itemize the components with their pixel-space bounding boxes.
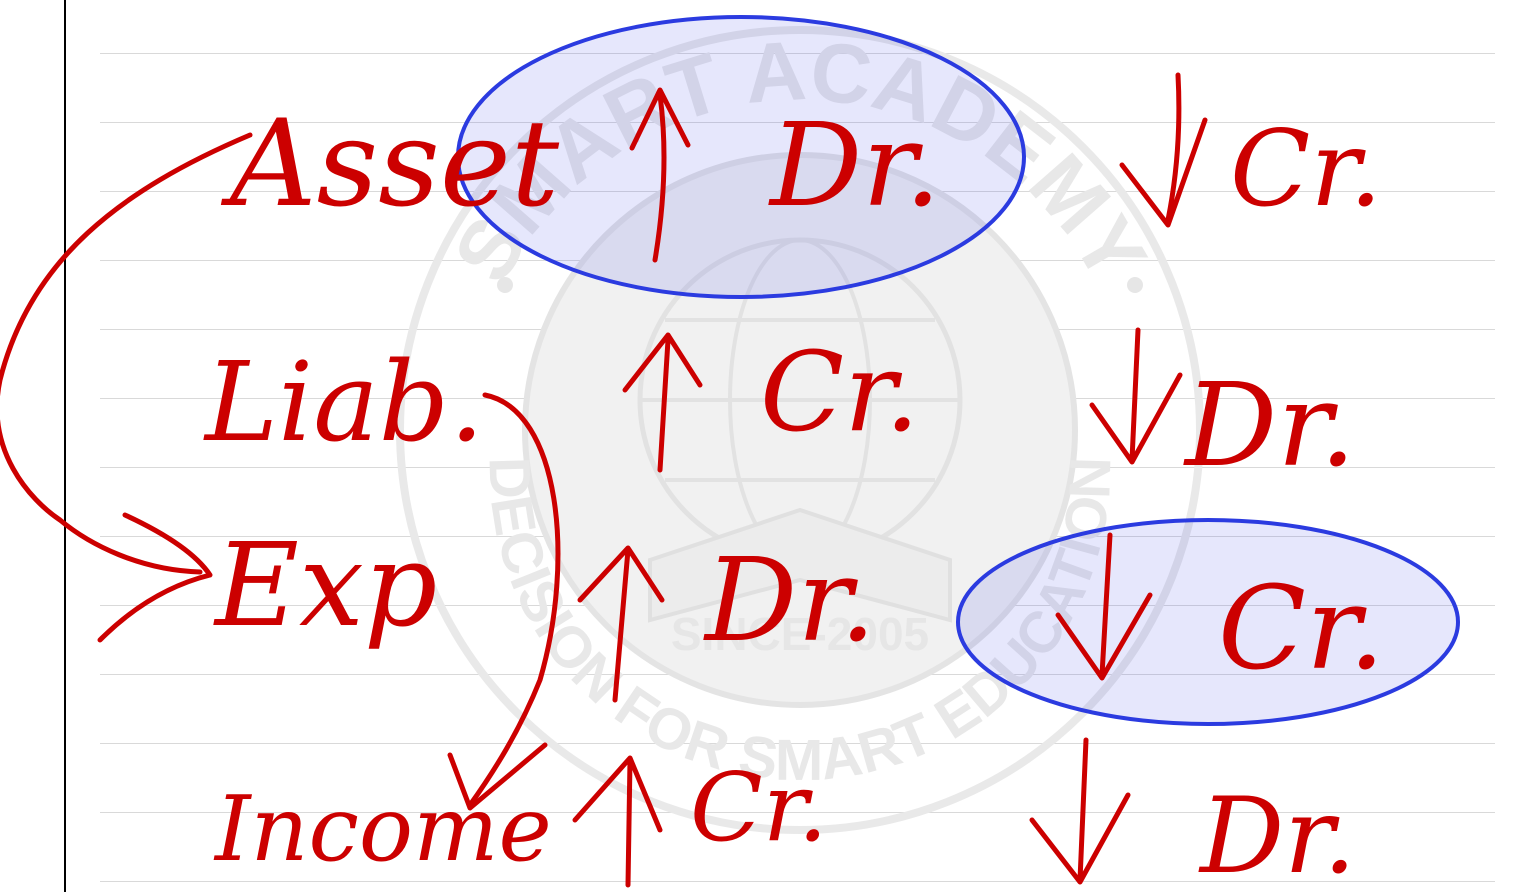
highlight-ellipse-exp-cr: [956, 518, 1460, 726]
ruled-line: [100, 53, 1495, 54]
arrowhead-to-exp: [97, 512, 213, 643]
highlight-ellipse-asset-dr: [456, 15, 1026, 299]
label-exp: Exp: [213, 519, 437, 653]
exp-increase: Dr.: [703, 534, 876, 668]
margin-line: [64, 0, 66, 892]
label-liab: Liab.: [203, 338, 484, 466]
ruled-line: [100, 122, 1495, 123]
down-arrow-icon: [1055, 532, 1153, 681]
up-arrow-icon: [572, 755, 663, 888]
down-arrow-icon: [1089, 327, 1183, 465]
down-arrow-icon: [1029, 737, 1131, 885]
down-arrow-icon: [1119, 72, 1208, 228]
label-income: Income: [213, 777, 552, 882]
label-asset: Asset: [220, 95, 560, 234]
ruled-line: [100, 743, 1495, 744]
asset-increase: Dr.: [768, 99, 941, 233]
curve-liab-to-income: [467, 392, 561, 808]
up-arrow-icon: [577, 545, 665, 703]
ruled-line: [100, 812, 1495, 813]
curve-asset-to-exp: [0, 132, 253, 575]
watermark-since-text: SINCE-2005: [671, 608, 929, 660]
ruled-line: [100, 881, 1495, 882]
income-increase: Cr.: [690, 753, 828, 863]
up-arrow-icon: [622, 332, 703, 473]
arrowhead-to-income: [447, 742, 548, 811]
exp-decrease: Cr.: [1218, 562, 1385, 696]
asset-decrease: Cr.: [1230, 108, 1382, 230]
income-decrease: Dr.: [1198, 775, 1356, 892]
liab-increase: Cr.: [760, 328, 920, 456]
liab-decrease: Dr.: [1183, 359, 1356, 493]
up-arrow-icon: [629, 87, 691, 263]
